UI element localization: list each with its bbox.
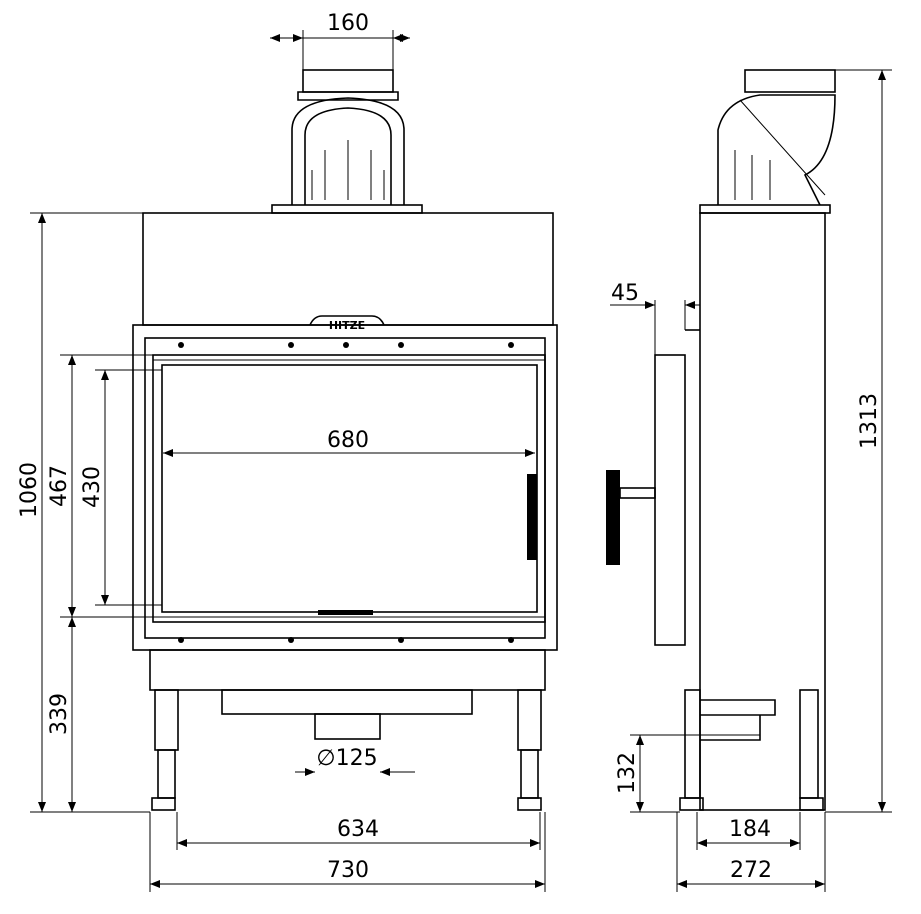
dim-inlet-height: 132 (615, 752, 640, 794)
door-frame (132, 324, 558, 651)
ash-drawer (221, 689, 473, 715)
dim-depth: 272 (730, 858, 772, 883)
dim-base-height: 339 (47, 693, 72, 735)
front-view: HITZE (132, 69, 558, 811)
left-leg (151, 689, 179, 811)
right-leg (517, 689, 542, 811)
dim-total-height-flue: 1313 (857, 393, 882, 449)
dim-door-offset: 45 (611, 281, 639, 306)
dim-side-leg-spacing: 184 (729, 817, 771, 842)
dim-total-width: 730 (327, 858, 369, 883)
dim-flue-width: 160 (327, 11, 369, 36)
dim-air-inlet: ∅125 (316, 746, 377, 771)
door-handle (527, 474, 537, 560)
dimension-lines: 160 680 1060 467 430 339 ∅125 634 730 45… (17, 11, 892, 892)
side-door (654, 354, 686, 646)
flue-outlet (271, 69, 423, 214)
side-handle (606, 470, 620, 565)
dim-glass-width: 680 (327, 428, 369, 453)
top-housing (142, 212, 554, 326)
air-inlet (314, 713, 381, 740)
dim-total-height: 1060 (17, 462, 42, 518)
side-body (699, 212, 826, 811)
dim-leg-spacing: 634 (337, 817, 379, 842)
base-panel (149, 649, 546, 691)
side-view (606, 69, 836, 811)
logo-plate: HITZE (309, 315, 385, 332)
dim-glass-height: 430 (80, 466, 105, 508)
dim-door-height: 467 (47, 465, 72, 507)
hitze-logo: HITZE (329, 319, 365, 332)
